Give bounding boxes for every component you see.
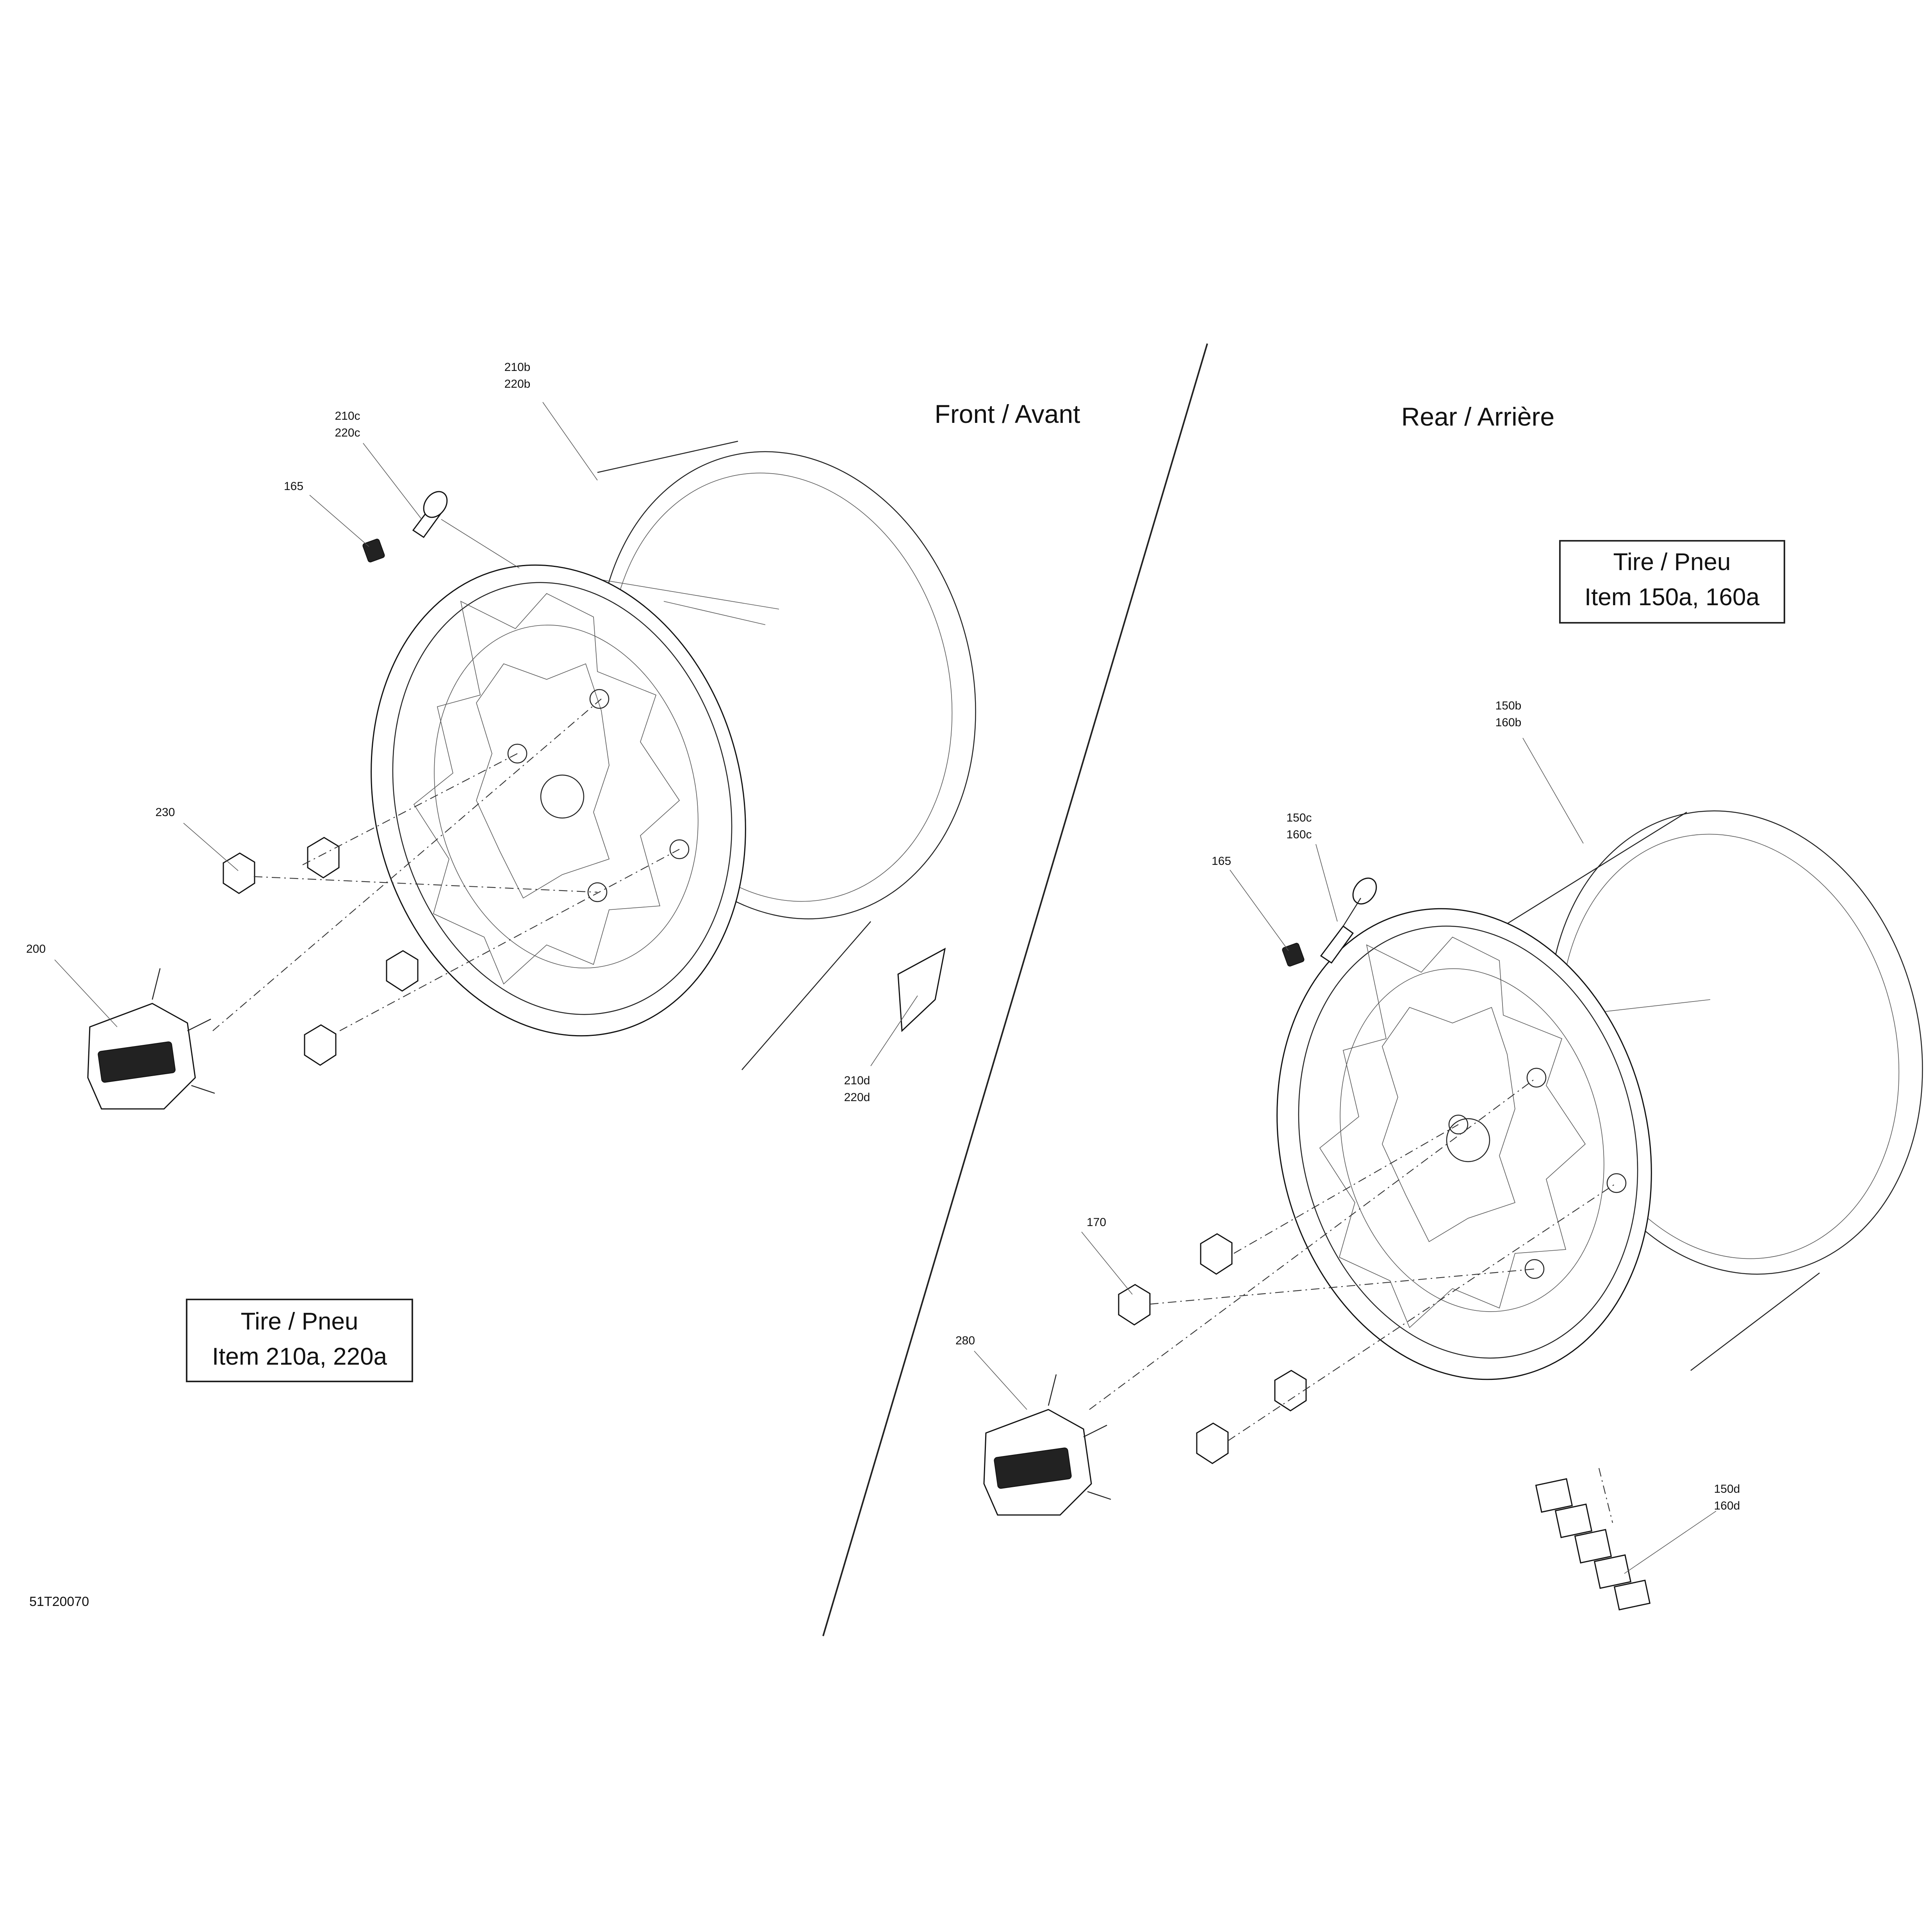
callout-rear-weight-a: 150d	[1714, 1483, 1740, 1495]
front-valve-cap	[362, 538, 385, 563]
rear-tire-note-line2: Item 150a, 160a	[1584, 584, 1760, 611]
front-hub-cap	[87, 968, 215, 1110]
rear-tire-note-box: Tire / Pneu Item 150a, 160a	[1559, 540, 1785, 624]
front-leader-lines	[54, 402, 918, 1066]
front-assembly-axes	[212, 699, 680, 1031]
callout-front-weight-b: 220d	[844, 1091, 870, 1104]
callout-front-weight-a: 210d	[844, 1074, 870, 1087]
front-tire-note-line1: Tire / Pneu	[241, 1308, 358, 1335]
callout-rear-rim-a: 150b	[1495, 699, 1522, 712]
front-tire-note-box: Tire / Pneu Item 210a, 220a	[186, 1299, 413, 1382]
rear-valve-cap	[1282, 943, 1305, 967]
callout-rear-valve-cap: 165	[1212, 855, 1231, 868]
figure-id: 51T20070	[29, 1594, 89, 1609]
rear-assembly-axes	[1089, 1077, 1617, 1523]
rear-hub-cap	[983, 1374, 1111, 1516]
front-lug-nuts	[223, 837, 419, 1066]
callout-front-valve-b: 220c	[335, 426, 360, 439]
callout-rear-lug-nut: 170	[1087, 1216, 1106, 1229]
rear-valve-stem	[1320, 877, 1377, 964]
rear-tire-note-line1: Tire / Pneu	[1613, 549, 1731, 576]
rear-lug-nuts	[1118, 1233, 1307, 1464]
view-divider-line	[822, 343, 1208, 1636]
callout-front-lug-nut: 230	[155, 806, 175, 819]
callout-rear-rim-b: 160b	[1495, 716, 1522, 729]
callout-front-valve-cap: 165	[284, 480, 303, 493]
callout-front-valve-a: 210c	[335, 410, 360, 422]
callout-front-hub-cap: 200	[26, 943, 46, 955]
rear-wheel-rim	[1276, 810, 1923, 1380]
rear-leader-lines	[974, 738, 1716, 1574]
callout-rear-valve-a: 150c	[1286, 811, 1312, 824]
callout-rear-valve-b: 160c	[1286, 828, 1312, 841]
callout-rear-weight-b: 160d	[1714, 1499, 1740, 1512]
rear-callouts: 150b 160b 150c 160c 165 170 280 150d 160…	[955, 699, 1740, 1512]
rear-view-heading: Rear / Arrière	[1401, 402, 1554, 431]
callout-front-rim-a: 210b	[504, 361, 531, 374]
front-tire-note-line2: Item 210a, 220a	[212, 1343, 387, 1370]
callout-rear-hub-cap: 280	[955, 1334, 975, 1347]
front-wheel-rim	[371, 440, 976, 1070]
front-view-heading: Front / Avant	[935, 399, 1080, 428]
front-balance-weight	[897, 948, 946, 1032]
callout-front-rim-b: 220b	[504, 378, 531, 390]
front-valve-stem	[412, 491, 520, 569]
front-callouts: 210b 220b 210c 220c 165 230 200 210d 220…	[26, 361, 870, 1104]
rear-balance-weights	[1535, 1478, 1651, 1611]
